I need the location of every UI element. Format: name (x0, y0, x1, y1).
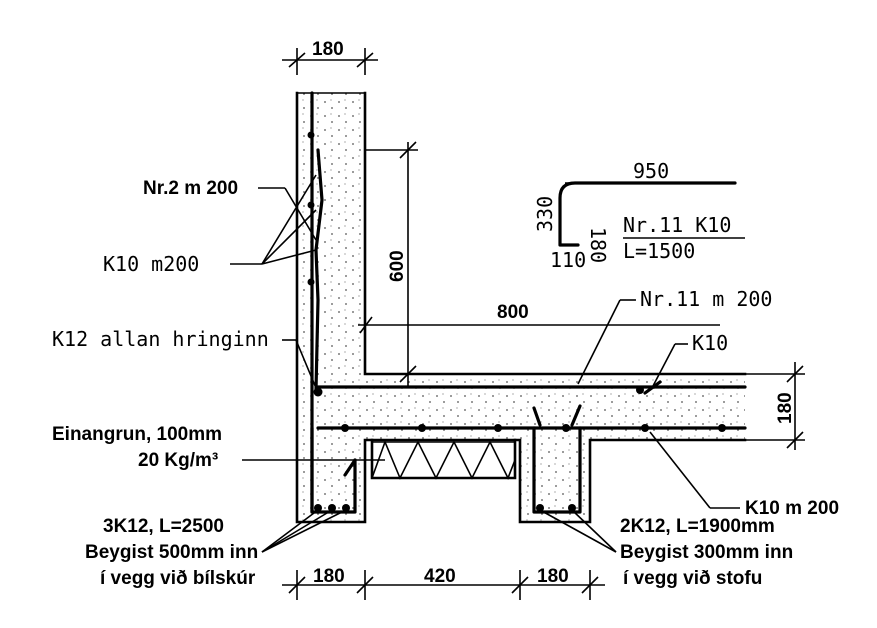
dim-slab-thickness: 180 (775, 392, 796, 424)
annotations: Nr.2 m 200 K10 m200 K12 allan hringinn N… (52, 174, 839, 589)
label-wall-nr2: Nr.2 m 200 (143, 178, 238, 199)
label-slab-k10: K10 (692, 331, 728, 355)
insulation-zigzag (371, 439, 516, 480)
bend-bottom-length: 110 (550, 248, 586, 272)
left-footing-stirrup (310, 426, 357, 514)
label-right-footing-2: Beygist 300mm inn (620, 542, 793, 563)
label-right-footing-1: 2K12, L=1900mm (620, 516, 775, 537)
label-insulation-1: Einangrun, 100mm (52, 424, 222, 445)
section-outline (295, 91, 747, 524)
right-footing-stirrup (532, 426, 582, 514)
label-bottom-k10: K10 m 200 (745, 498, 839, 519)
label-wall-k10: K10 m200 (103, 252, 199, 276)
bend-hook-outer: 330 (533, 196, 557, 232)
bend-top-length: 950 (633, 159, 669, 183)
reinforcement (307, 91, 747, 514)
dim-wall-width-top: 180 (312, 39, 344, 60)
insulation-outline (370, 438, 517, 480)
label-left-footing-1: 3K12, L=2500 (103, 516, 224, 537)
label-insulation-2: 20 Kg/m³ (138, 450, 218, 471)
dim-footing-right: 180 (537, 566, 569, 587)
wall-concrete (297, 93, 745, 522)
bend-hook-inner: 180 (586, 227, 610, 263)
wall-inner-edge (363, 91, 747, 376)
dim-slab-span: 800 (497, 302, 529, 323)
bend-bar-length: L=1500 (623, 239, 695, 263)
label-ring-bar: K12 allan hringinn (52, 327, 269, 351)
label-right-footing-3: í vegg við stofu (623, 568, 762, 589)
dim-gap: 420 (424, 566, 456, 587)
label-left-footing-2: Beygist 500mm inn (85, 542, 258, 563)
concrete-section (295, 91, 747, 524)
dim-wall-height: 600 (387, 250, 408, 282)
dimension-lines: 180 600 800 180 180 420 180 (282, 39, 805, 600)
dim-footing-left: 180 (313, 566, 345, 587)
label-slab-nr11: Nr.11 m 200 (640, 287, 772, 311)
bend-bar-mark: Nr.11 K10 (623, 213, 731, 237)
label-left-footing-3: í vegg við bílskúr (100, 568, 256, 589)
bar-bend-detail: 950 330 180 110 Nr.11 K10 L=1500 (533, 159, 745, 272)
